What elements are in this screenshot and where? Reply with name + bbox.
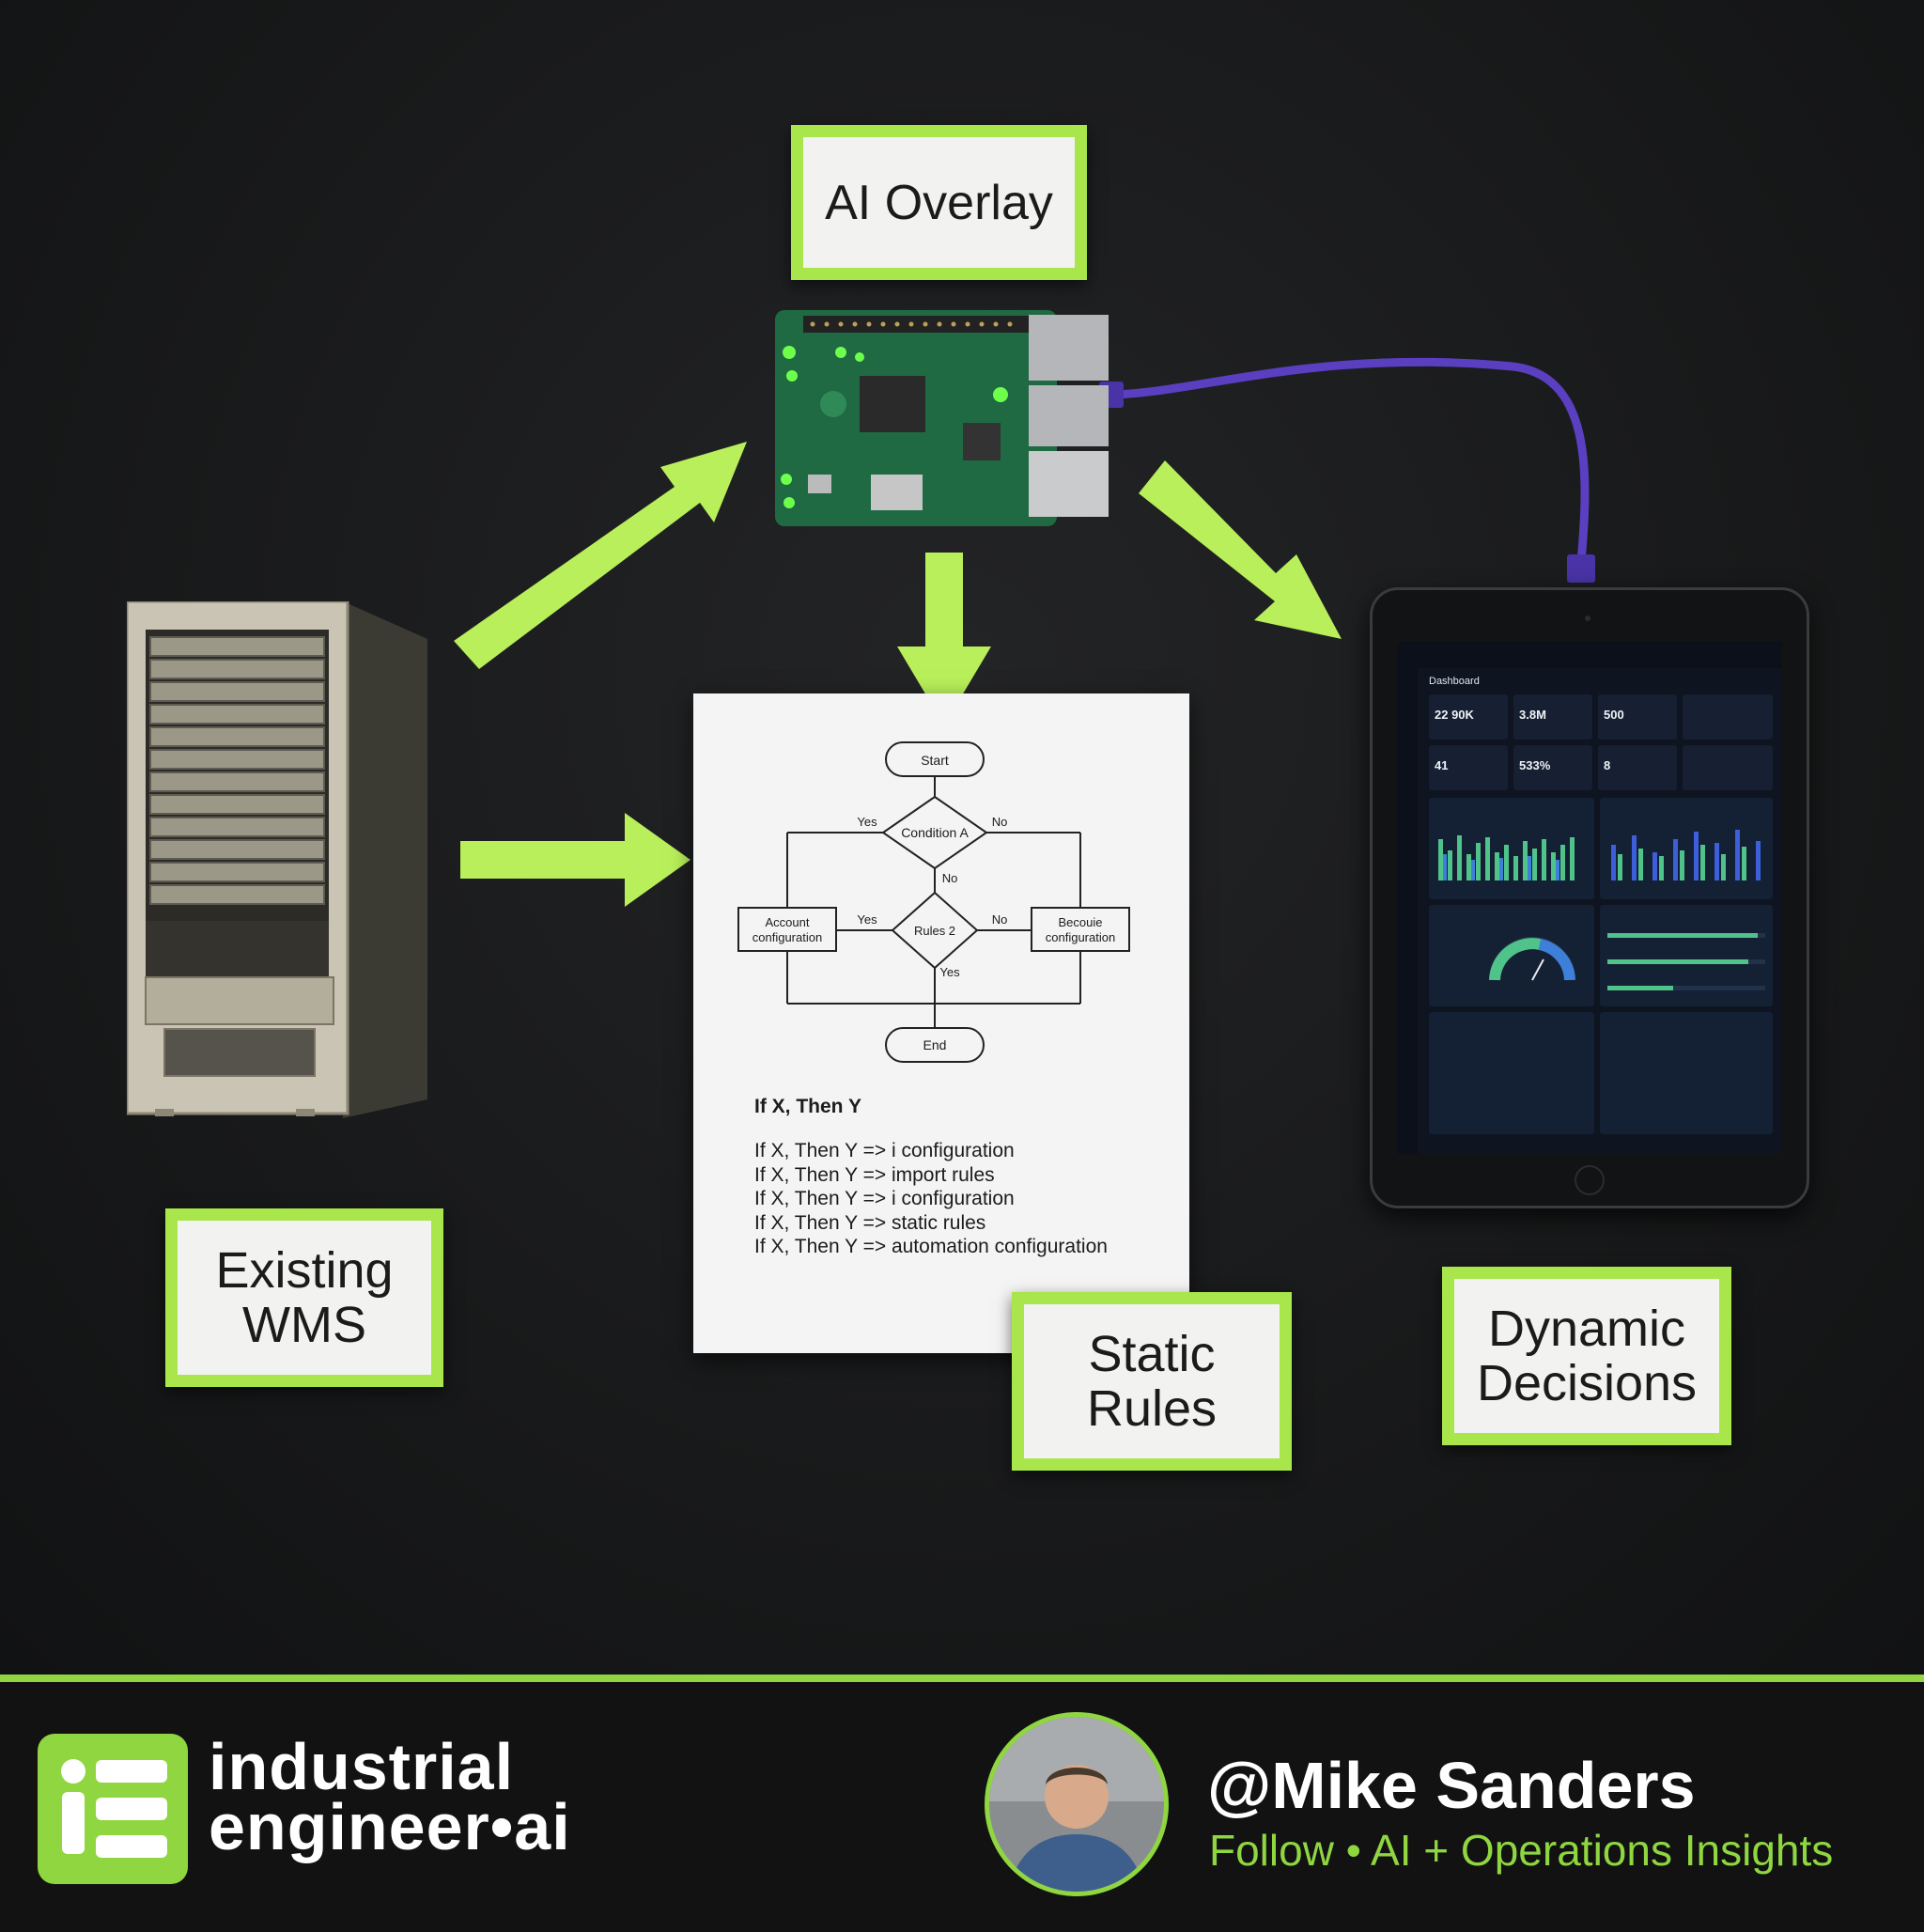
- bar-chart-right: [1611, 830, 1761, 880]
- chart-panel: [1429, 798, 1594, 899]
- chart-panel: [1600, 798, 1773, 899]
- bar-chart-left: [1438, 835, 1575, 880]
- raspberry-pi-board: [775, 310, 1109, 526]
- kpi-card: 3.8M: [1513, 694, 1592, 740]
- dashboard-title: Dashboard: [1429, 676, 1480, 687]
- label-static-rules: Static Rules: [1012, 1292, 1292, 1471]
- rule-line: If X, Then Y => i configuration: [754, 1140, 1015, 1161]
- dashboard-screen: Dashboard 22 90K 3.8M 500 41 533% 8: [1397, 642, 1782, 1154]
- kpi-card: [1683, 745, 1773, 790]
- flow-yes-left: Yes: [857, 815, 877, 829]
- arrow-ai-to-rules: [897, 553, 991, 725]
- dashboard-topbar: [1397, 642, 1782, 668]
- tablet-device: Dashboard 22 90K 3.8M 500 41 533% 8: [1370, 587, 1809, 1208]
- rules-list: If X, Then Y If X, Then Y => i configura…: [754, 1096, 1108, 1259]
- gauge-panel: [1429, 905, 1594, 1006]
- progress-panel: [1600, 905, 1773, 1006]
- table-panel: [1429, 1012, 1594, 1134]
- label-dynamic-decisions: Dynamic Decisions: [1442, 1267, 1731, 1445]
- home-button: [1575, 1165, 1605, 1195]
- avatar: [985, 1712, 1169, 1896]
- rules-title: If X, Then Y: [754, 1096, 861, 1117]
- flow-end: End: [923, 1037, 947, 1052]
- flow-no-right2: No: [992, 912, 1008, 927]
- flow-no-down: No: [942, 871, 958, 885]
- rule-line: If X, Then Y => static rules: [754, 1211, 986, 1234]
- cable-connector-tablet: [1567, 554, 1595, 583]
- brand-logo-icon: [38, 1734, 188, 1884]
- kpi-card: 533%: [1513, 745, 1592, 790]
- flow-yes-down: Yes: [939, 965, 960, 979]
- rule-line: If X, Then Y => import rules: [754, 1163, 995, 1186]
- kpi-value: 41: [1435, 758, 1449, 772]
- arrow-wms-to-ai: [454, 442, 747, 669]
- kpi-value: 22 90K: [1435, 708, 1474, 722]
- kpi-value: 533%: [1519, 758, 1551, 772]
- kpi-card: 41: [1429, 745, 1508, 790]
- arrow-ai-to-dynamic: [1139, 460, 1342, 639]
- usb-cable: [1102, 357, 1590, 578]
- diagram-stage: AI Overlay: [0, 0, 1924, 1675]
- kpi-value: 3.8M: [1519, 708, 1546, 722]
- label-existing-wms: Existing WMS: [165, 1208, 443, 1387]
- gauge-chart: [1489, 937, 1575, 981]
- label-existing-wms-text: Existing WMS: [178, 1221, 431, 1375]
- table-panel: [1600, 1012, 1773, 1134]
- author-handle: @Mike Sanders: [1207, 1749, 1696, 1822]
- connector-arrows: [454, 357, 1595, 907]
- label-ai-overlay: AI Overlay: [791, 125, 1087, 280]
- dashboard-sidebar: [1397, 668, 1418, 1154]
- label-dynamic-decisions-text: Dynamic Decisions: [1454, 1279, 1719, 1433]
- flowchart: Start Condition A Yes No No Account conf…: [737, 741, 1130, 1063]
- brand-line-2: engineer•ai: [209, 1790, 571, 1863]
- rule-line: If X, Then Y => automation configuration: [754, 1236, 1108, 1257]
- follow-tagline: Follow • AI + Operations Insights: [1209, 1826, 1834, 1875]
- footer-bar: industrial engineer•ai @Mike Sanders Fol…: [0, 1675, 1924, 1932]
- server-tower: [127, 601, 427, 1118]
- label-ai-overlay-text: AI Overlay: [803, 137, 1075, 268]
- flow-start: Start: [921, 753, 949, 768]
- flow-rules2: Rules 2: [914, 924, 955, 938]
- kpi-value: 8: [1604, 758, 1611, 772]
- flow-no-right: No: [992, 815, 1008, 829]
- flow-becoume-l2: configuration: [1046, 930, 1115, 944]
- brand-name: industrial engineer•ai: [209, 1730, 571, 1863]
- flow-condition-a: Condition A: [901, 825, 969, 840]
- flow-account-l1: Account: [766, 915, 810, 929]
- rule-line: If X, Then Y => i configuration: [754, 1188, 1015, 1209]
- label-static-rules-text: Static Rules: [1024, 1304, 1280, 1458]
- kpi-value: 500: [1604, 708, 1624, 722]
- kpi-card: 500: [1598, 694, 1677, 740]
- progress-bars: [1607, 933, 1765, 990]
- kpi-card: [1683, 694, 1773, 740]
- arrow-wms-to-rules: [460, 813, 690, 907]
- flow-becoume-l1: Becouie: [1059, 915, 1103, 929]
- static-rules-document: Start Condition A Yes No No Account conf…: [693, 693, 1189, 1353]
- flow-yes-left2: Yes: [857, 912, 877, 927]
- brand-line-1: industrial: [209, 1730, 515, 1803]
- camera-dot: [1585, 615, 1590, 621]
- flow-account-l2: configuration: [753, 930, 822, 944]
- kpi-card: 8: [1598, 745, 1677, 790]
- kpi-card: 22 90K: [1429, 694, 1508, 740]
